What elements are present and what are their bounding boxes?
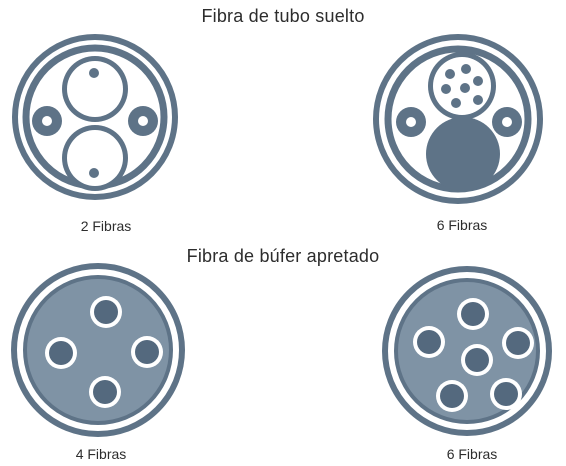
fiber-4 bbox=[441, 84, 451, 94]
fiber-1 bbox=[445, 69, 455, 79]
title-loose-tube: Fibra de tubo suelto bbox=[201, 6, 365, 26]
loose-tube-6-fiber-cable bbox=[373, 34, 543, 204]
fiber-2 bbox=[89, 168, 99, 178]
caption-tight-6-fibers: 6 Fibras bbox=[446, 446, 498, 462]
fiber-6 bbox=[473, 95, 483, 105]
tight-buffer-6-fiber-cable bbox=[382, 266, 552, 436]
caption-loose-2-fibers: 2 Fibras bbox=[80, 218, 132, 234]
caption-tight-4-fibers: 4 Fibras bbox=[75, 446, 127, 462]
title-tight-buffer: Fibra de búfer apretado bbox=[186, 246, 380, 266]
cable-fill bbox=[23, 275, 173, 425]
filler-rod bbox=[426, 117, 500, 191]
fiber-7 bbox=[451, 98, 461, 108]
tight-buffer-4-fiber-cable bbox=[11, 263, 185, 437]
fiber-1 bbox=[89, 68, 99, 78]
fiber-3 bbox=[473, 76, 483, 86]
caption-loose-6-fibers: 6 Fibras bbox=[436, 217, 488, 233]
fiber-2 bbox=[461, 64, 471, 74]
loose-tube-2-fiber-cable bbox=[12, 34, 178, 200]
fiber-5 bbox=[460, 83, 470, 93]
